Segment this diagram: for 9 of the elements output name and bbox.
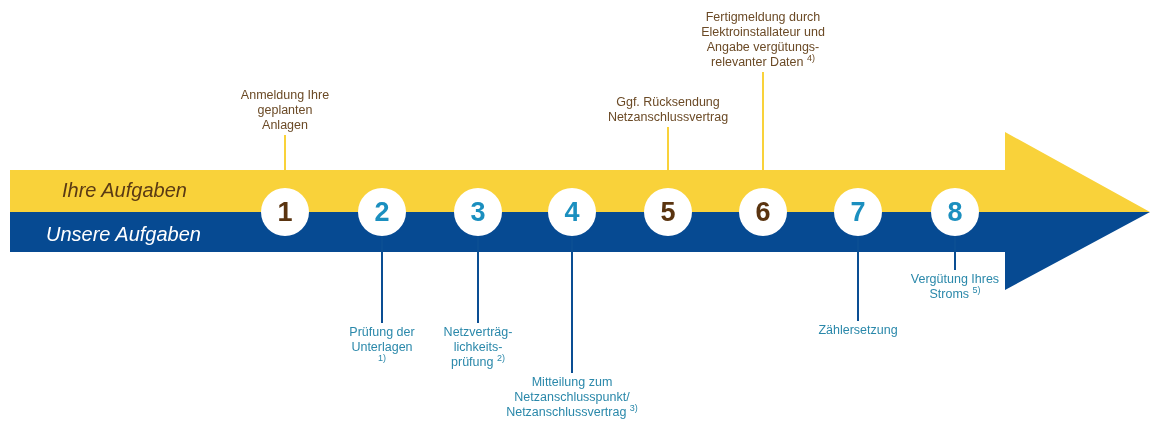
lane-title: Unsere Aufgaben (46, 223, 201, 246)
step-description: Zählersetzung (817, 323, 899, 338)
step-description: Anmeldung Ihre geplanten Anlagen (239, 88, 331, 133)
step-description: Vergütung Ihres Stroms $^{5)}$ (910, 272, 1000, 302)
lane-title: Ihre Aufgaben (62, 179, 187, 202)
step-description: Mitteilung zum Netzanschlusspunkt/ Netzanschlussvertrag $^{3)}$ (505, 375, 639, 420)
step-description: Netzverträg- lichkeits- prüfung $^{2)}$ (442, 325, 514, 370)
step-description: Fertigmeldung durch Elektroinstallateur und Angabe vergütungs- relevanter Daten $^{4)}$ (700, 10, 826, 70)
step-description: Ggf. Rücksendung Netzanschlussvertrag (606, 95, 730, 125)
